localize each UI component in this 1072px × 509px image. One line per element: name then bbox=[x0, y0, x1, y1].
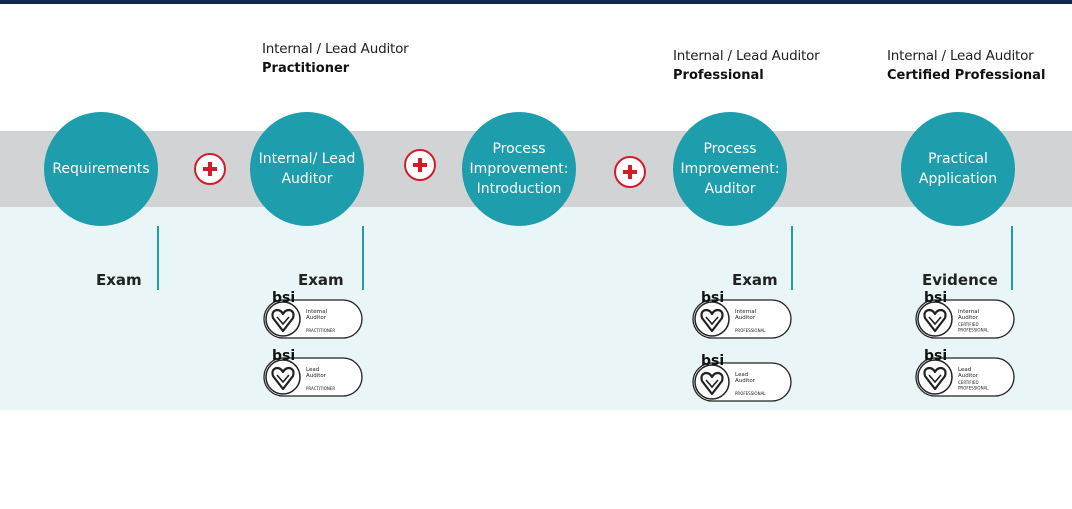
step-process-improvement-introduction: Process Improvement: Introduction bbox=[462, 112, 576, 226]
connector-line bbox=[791, 226, 793, 290]
svg-text:bsi: bsi bbox=[701, 353, 724, 369]
svg-text:Internal: Internal bbox=[958, 309, 980, 315]
svg-text:Auditor: Auditor bbox=[958, 315, 979, 321]
svg-text:Lead: Lead bbox=[735, 372, 748, 378]
svg-text:bsi: bsi bbox=[924, 290, 947, 306]
level-line-1: Internal / Lead Auditor bbox=[262, 41, 409, 57]
level-line-1: Internal / Lead Auditor bbox=[887, 48, 1034, 64]
svg-text:Internal: Internal bbox=[306, 309, 328, 315]
requirement-tag: Exam bbox=[732, 271, 778, 289]
svg-text:Auditor: Auditor bbox=[735, 378, 756, 384]
step-label: Internal/ Lead Auditor bbox=[258, 151, 356, 187]
step-requirements: Requirements bbox=[44, 112, 158, 226]
svg-text:Auditor: Auditor bbox=[306, 373, 327, 379]
level-heading-professional: Internal / Lead Auditor Professional bbox=[673, 47, 820, 85]
svg-text:PROFESSIONAL: PROFESSIONAL bbox=[958, 328, 989, 333]
step-label: Process Improvement: Introduction bbox=[469, 141, 569, 197]
svg-text:bsi: bsi bbox=[272, 348, 295, 364]
step-internal-lead-auditor: Internal/ Lead Auditor bbox=[250, 112, 364, 226]
svg-text:CERTIFIED: CERTIFIED bbox=[958, 322, 979, 327]
svg-text:PRACTITIONER: PRACTITIONER bbox=[306, 386, 335, 391]
level-heading-certified-professional: Internal / Lead Auditor Certified Profes… bbox=[887, 47, 1045, 85]
step-practical-application: Practical Application bbox=[901, 112, 1015, 226]
connector-line bbox=[157, 226, 159, 290]
svg-text:PROFESSIONAL: PROFESSIONAL bbox=[735, 328, 766, 333]
svg-text:bsi: bsi bbox=[924, 348, 947, 364]
svg-text:PROFESSIONAL: PROFESSIONAL bbox=[735, 391, 766, 396]
requirement-tag: Exam bbox=[298, 271, 344, 289]
level-line-2: Professional bbox=[673, 68, 764, 83]
svg-text:PRACTITIONER: PRACTITIONER bbox=[306, 328, 335, 333]
svg-text:bsi: bsi bbox=[701, 290, 724, 306]
step-label: Practical Application bbox=[918, 151, 998, 187]
svg-text:Internal: Internal bbox=[735, 309, 757, 315]
light-panel bbox=[0, 207, 1072, 410]
svg-text:bsi: bsi bbox=[272, 290, 295, 306]
svg-text:PROFESSIONAL: PROFESSIONAL bbox=[958, 386, 989, 391]
level-line-2: Certified Professional bbox=[887, 68, 1046, 83]
svg-text:Auditor: Auditor bbox=[958, 373, 979, 379]
plus-icon bbox=[404, 149, 436, 181]
level-line-2: Practitioner bbox=[262, 61, 350, 76]
svg-text:Lead: Lead bbox=[958, 367, 971, 373]
svg-text:Lead: Lead bbox=[306, 367, 319, 373]
level-line-1: Internal / Lead Auditor bbox=[673, 48, 820, 64]
plus-icon bbox=[614, 156, 646, 188]
level-heading-practitioner: Internal / Lead Auditor Practitioner bbox=[262, 40, 409, 78]
step-process-improvement-auditor: Process Improvement: Auditor bbox=[673, 112, 787, 226]
connector-line bbox=[362, 226, 364, 290]
svg-text:CERTIFIED: CERTIFIED bbox=[958, 380, 979, 385]
requirement-tag: Evidence bbox=[922, 271, 998, 289]
svg-text:Auditor: Auditor bbox=[306, 315, 327, 321]
plus-icon bbox=[194, 153, 226, 185]
step-label: Requirements bbox=[52, 161, 150, 177]
step-label: Process Improvement: Auditor bbox=[680, 141, 780, 197]
connector-line bbox=[1011, 226, 1013, 290]
svg-text:Auditor: Auditor bbox=[735, 315, 756, 321]
requirement-tag: Exam bbox=[96, 271, 142, 289]
top-rule bbox=[0, 0, 1072, 4]
